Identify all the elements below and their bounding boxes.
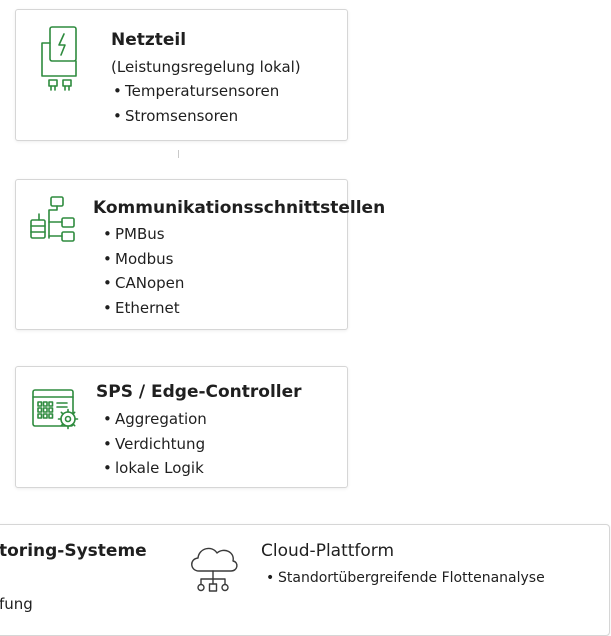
- list-item: PMBus: [103, 222, 184, 247]
- kommunikation-list: PMBus Modbus CANopen Ethernet: [103, 222, 184, 320]
- sps-card: SPS / Edge-Controller Aggregation Verdic…: [15, 366, 348, 488]
- controller-gear-icon: [32, 389, 79, 430]
- netzteil-title: Netzteil: [111, 30, 187, 50]
- cloud-list: Standortübergreifende Flottenanalyse: [266, 566, 545, 591]
- list-item: Temperatursensoren: [113, 79, 279, 104]
- cloud-network-icon: [191, 547, 238, 592]
- cloud-title: Cloud-Plattform: [261, 541, 395, 561]
- connector-line: [178, 150, 179, 158]
- list-item: Standortübergreifende Flottenanalyse: [266, 566, 545, 591]
- power-supply-icon: [41, 26, 77, 91]
- netzteil-list: Temperatursensoren Stromsensoren: [113, 79, 279, 128]
- netzteil-card: Netzteil (Leistungsregelung lokal) Tempe…: [15, 9, 348, 141]
- list-item: Verdichtung: [103, 432, 207, 457]
- list-item: Ethernet: [103, 296, 184, 321]
- list-item: Modbus: [103, 247, 184, 272]
- network-hierarchy-icon: [30, 196, 75, 242]
- monitoring-line: fung: [0, 595, 33, 613]
- netzteil-subtitle: (Leistungsregelung lokal): [111, 58, 301, 76]
- list-item: lokale Logik: [103, 456, 207, 481]
- monitoring-title: toring-Systeme: [0, 541, 147, 561]
- sps-list: Aggregation Verdichtung lokale Logik: [103, 407, 207, 481]
- kommunikation-title: Kommunikationsschnittstellen: [93, 198, 386, 218]
- list-item: CANopen: [103, 271, 184, 296]
- bottom-card: toring-Systeme fung Cloud-Plattform Stan…: [0, 524, 610, 636]
- list-item: Stromsensoren: [113, 104, 279, 129]
- list-item: Aggregation: [103, 407, 207, 432]
- sps-title: SPS / Edge-Controller: [96, 382, 302, 402]
- kommunikation-card: Kommunikationsschnittstellen PMBus Modbu…: [15, 179, 385, 330]
